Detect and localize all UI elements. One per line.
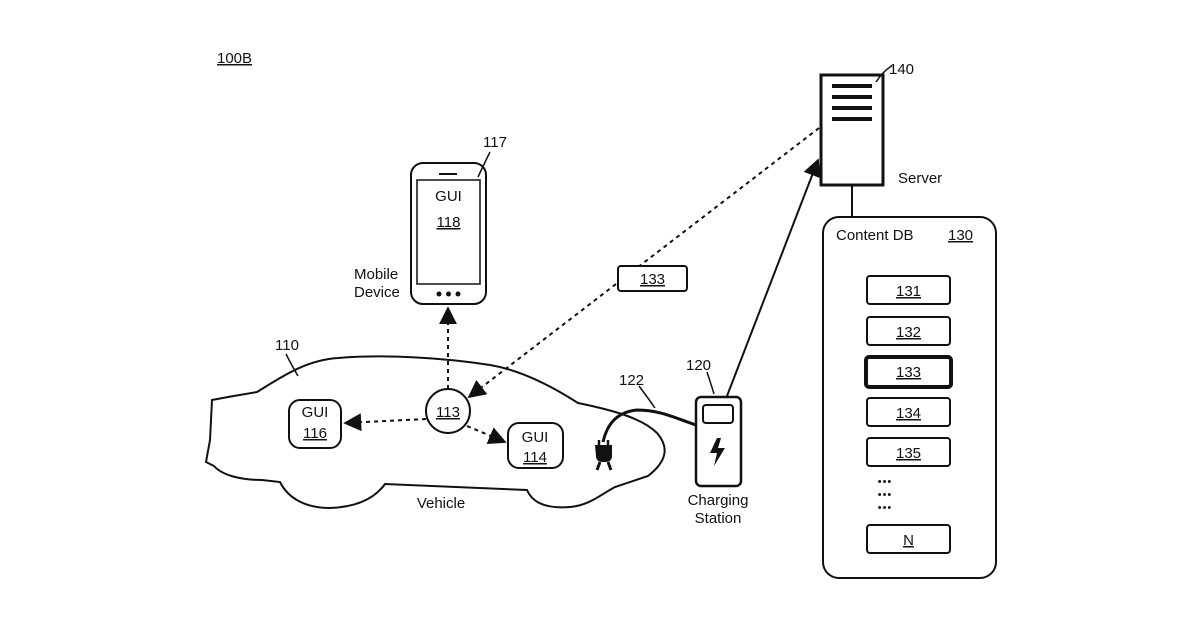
mobile-ref: 117	[483, 134, 507, 151]
station-leader-line	[707, 372, 714, 394]
gui-116-ref: 116	[303, 425, 327, 442]
gui-114-label: GUI	[522, 429, 549, 446]
charging-station: 120 Charging Station	[686, 357, 748, 527]
phone-button-dot	[446, 292, 451, 297]
mobile-label-line2: Device	[354, 284, 400, 301]
phone-button-dot	[456, 292, 461, 297]
gui-116-label: GUI	[302, 404, 329, 421]
plug-icon	[595, 440, 612, 470]
server-tower	[821, 75, 883, 185]
message-133-label: 133	[640, 271, 665, 288]
server: 140 Server	[821, 61, 942, 187]
mobile-label-line1: Mobile	[354, 266, 398, 283]
server-label: Server	[898, 170, 942, 187]
content-item-label: 132	[896, 324, 921, 341]
vehicle: 110 Vehicle GUI 116 GUI 114 113	[206, 337, 665, 512]
vehicle-outline	[206, 356, 665, 508]
content-ellipsis: •••	[878, 476, 893, 488]
cable-leader-line	[639, 386, 655, 408]
mobile-gui-label: GUI	[435, 188, 462, 205]
gui-114-ref: 114	[523, 449, 547, 466]
figure-label: 100B	[217, 50, 252, 67]
content-item-label: 135	[896, 445, 921, 462]
phone-button-dot	[437, 292, 442, 297]
vehicle-ref: 110	[275, 337, 299, 354]
cable-ref: 122	[619, 372, 644, 389]
server-to-hub-arrow	[469, 128, 819, 397]
content-ellipsis: •••	[878, 489, 893, 501]
station-ref: 120	[686, 357, 711, 374]
station-display	[703, 405, 733, 423]
content-db-ref: 130	[948, 227, 973, 244]
mobile-gui-ref: 118	[437, 214, 461, 231]
content-item-label: 134	[896, 405, 921, 422]
content-db-label: Content DB	[836, 227, 914, 244]
station-label-line1: Charging	[688, 492, 749, 509]
content-ellipsis: •••	[878, 502, 893, 514]
content-item-label: 133	[896, 364, 921, 381]
charging-cable: 122	[603, 372, 696, 442]
content-db: Content DB 130 131 132 133 134 135 ••• •…	[823, 217, 996, 578]
station-label-line2: Station	[695, 510, 742, 527]
station-to-server-arrow	[727, 160, 818, 396]
hub-113-ref: 113	[436, 404, 460, 421]
hub-to-gui-114-arrow	[467, 426, 505, 442]
hub-to-gui-116-arrow	[345, 419, 426, 423]
mobile-device: GUI 118 117 Mobile Device	[354, 134, 507, 304]
server-ref: 140	[889, 61, 914, 78]
vehicle-label: Vehicle	[417, 495, 465, 512]
content-item-last-label: N	[903, 532, 914, 549]
content-item-label: 131	[896, 283, 921, 300]
